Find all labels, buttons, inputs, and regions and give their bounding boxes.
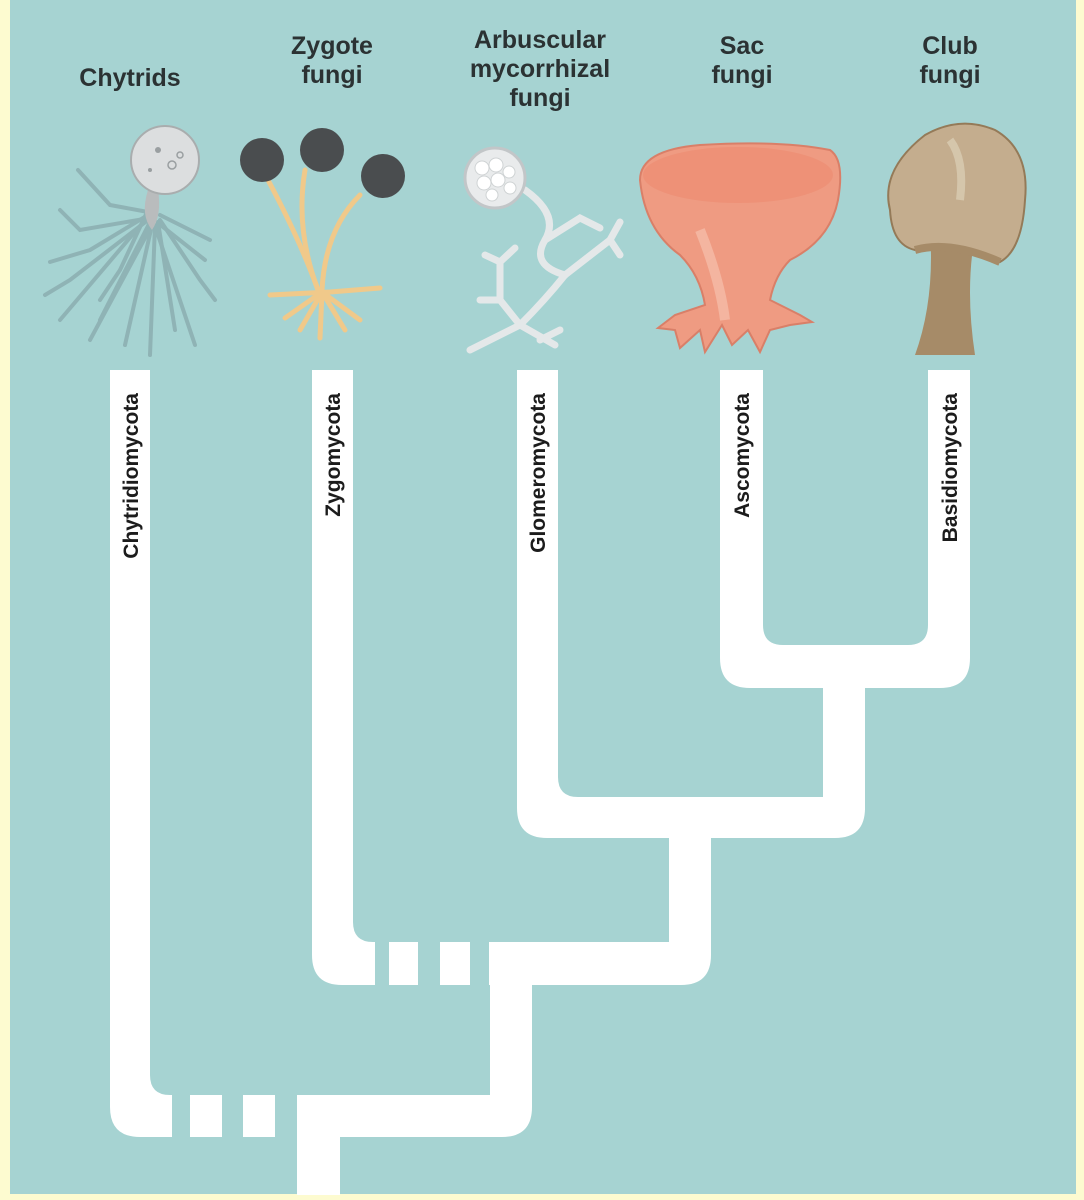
label-sac-fungi: Sac fungi <box>711 32 773 89</box>
branch-zygo <box>312 370 375 985</box>
chytrid-sporangium-icon <box>43 125 217 357</box>
arbuscular-spore-hyphae-icon <box>463 146 624 354</box>
branch-chytrid <box>110 370 172 1137</box>
branch-glomero-dikarya <box>517 370 865 838</box>
zygote-fungus-sporangia-icon <box>240 128 405 341</box>
branch-chytrid-dash-1 <box>190 1095 222 1137</box>
phylum-label-basidiomycota: Basidiomycota <box>939 393 962 543</box>
branch-chytrid-dash-2 <box>243 1095 275 1137</box>
tree-branches <box>110 370 970 1195</box>
phylum-label-zygomycota: Zygomycota <box>322 393 345 517</box>
branch-zygo-dash-2 <box>440 942 470 985</box>
branch-zygo-dash-1 <box>389 942 418 985</box>
label-arbuscular-mycorrhizal-fungi: Arbuscular mycorrhizal fungi <box>469 26 611 112</box>
phylum-label-ascomycota: Ascomycota <box>731 393 754 518</box>
branch-glomero-stem <box>669 830 711 955</box>
branch-zygo-join <box>297 940 711 1195</box>
cup-fungus-icon <box>638 142 842 355</box>
label-zygote-fungi: Zygote fungi <box>291 32 373 89</box>
branch-asco-basidio <box>720 370 970 688</box>
label-club-fungi: Club fungi <box>919 32 981 89</box>
mushroom-icon <box>887 122 1027 355</box>
phylum-label-glomeromycota: Glomeromycota <box>527 393 550 553</box>
label-chytrids: Chytrids <box>79 64 181 92</box>
phylum-label-chytridiomycota: Chytridiomycota <box>120 393 143 559</box>
